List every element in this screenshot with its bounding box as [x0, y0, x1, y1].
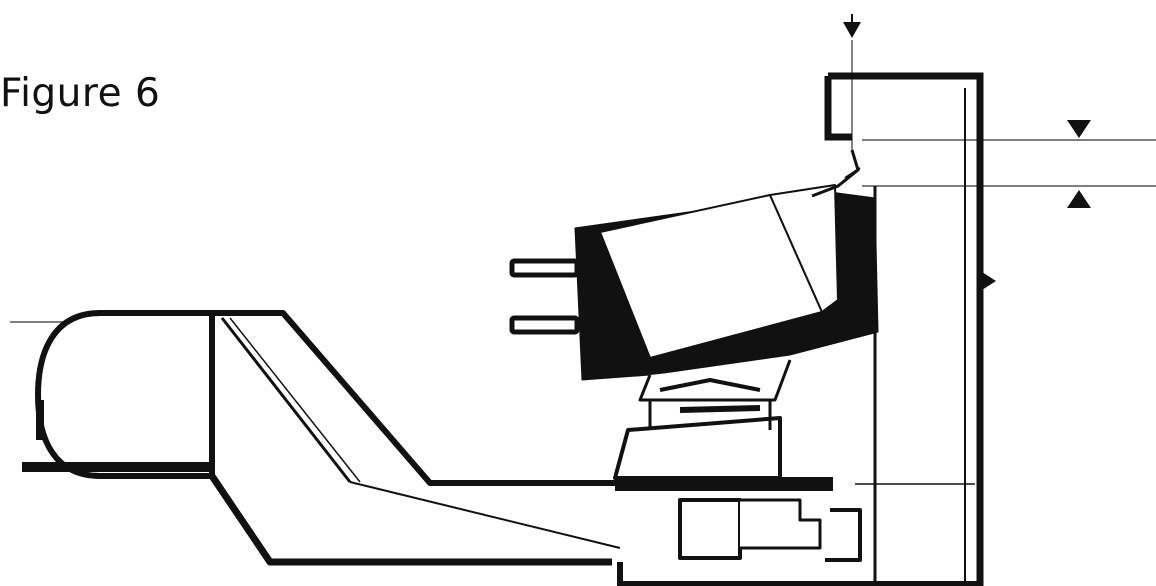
arrow-down-icon	[1067, 120, 1091, 138]
cartridge-mount	[613, 400, 862, 562]
reference-lines	[10, 40, 1156, 323]
connector-pins	[509, 258, 580, 335]
overhang-gauge	[620, 72, 984, 586]
arrow-down-icon	[843, 22, 861, 38]
arrow-right-icon	[982, 272, 996, 290]
arrow-up-icon	[1067, 190, 1091, 208]
cartridge-body	[574, 184, 879, 402]
markers	[843, 14, 1091, 290]
stylus	[811, 149, 861, 198]
tonearm-tube	[22, 310, 215, 479]
arrow-down-stem	[851, 14, 853, 24]
figure-title: Figure 6	[0, 71, 161, 116]
headshell	[209, 310, 833, 586]
